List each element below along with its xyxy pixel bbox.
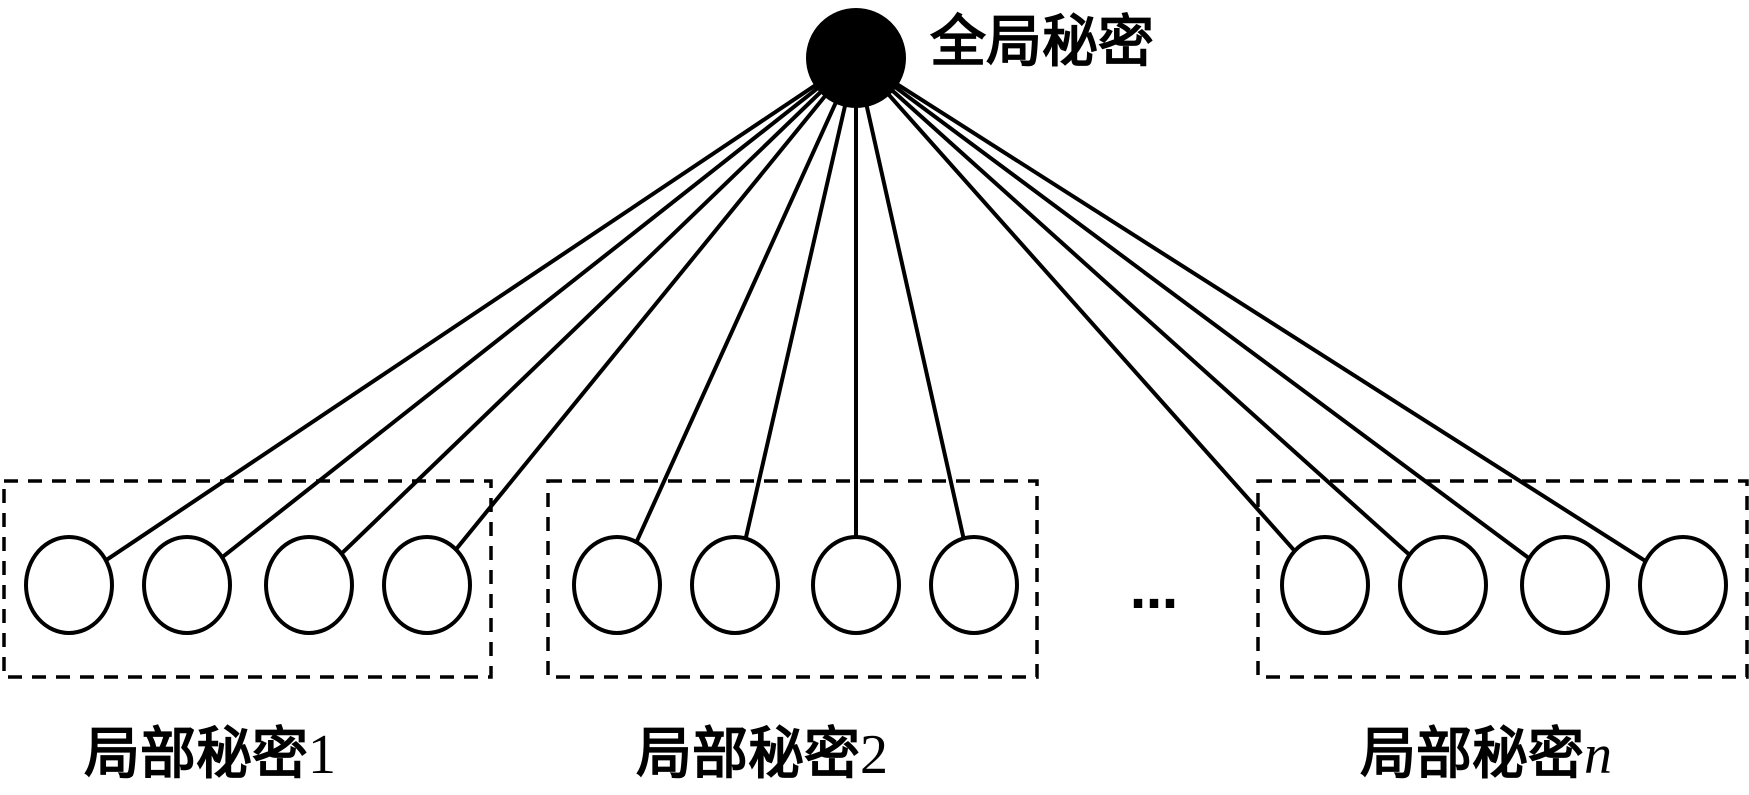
leaf-node-g2-4 <box>929 535 1019 635</box>
leaf-node-g1-4 <box>382 535 472 635</box>
leaf-node-g2-1 <box>572 535 662 635</box>
group-label-1-index: 1 <box>308 724 336 786</box>
leaf-node-g2-3 <box>811 535 901 635</box>
edge-g2-l4 <box>864 105 966 539</box>
ellipsis: … <box>1130 564 1182 620</box>
group-label-n: 局部秘密n <box>1360 726 1612 783</box>
group-label-n-name: 局部秘密 <box>1360 721 1584 787</box>
group-label-2: 局部秘密2 <box>636 726 888 783</box>
group-box-3 <box>1256 479 1749 679</box>
leaf-node-g1-2 <box>142 535 232 635</box>
edge-g2-l1 <box>634 101 838 544</box>
group-box-1 <box>2 479 493 679</box>
leaf-node-g3-1 <box>1280 535 1370 635</box>
group-label-1: 局部秘密1 <box>84 726 336 783</box>
edge-g1-l2 <box>220 86 819 559</box>
leaf-node-g3-3 <box>1520 535 1610 635</box>
group-label-1-name: 局部秘密 <box>84 721 308 787</box>
leaf-node-g1-1 <box>24 535 114 635</box>
root-node <box>806 8 906 108</box>
edge-g3-l2 <box>891 89 1411 557</box>
group-label-2-index: 2 <box>860 724 888 786</box>
edge-g3-l4 <box>896 82 1647 563</box>
edge-g1-l1 <box>104 83 817 562</box>
group-label-2-name: 局部秘密 <box>636 721 860 787</box>
edge-g3-l1 <box>887 93 1297 553</box>
leaf-node-g3-4 <box>1638 535 1728 635</box>
edge-g1-l3 <box>340 90 823 556</box>
edge-g1-l4 <box>454 94 827 551</box>
root-label: 全局秘密 <box>930 9 1154 75</box>
group-label-n-index: n <box>1584 724 1612 786</box>
leaf-node-g3-2 <box>1398 535 1488 635</box>
edge-g2-l2 <box>743 105 847 539</box>
leaf-node-g1-3 <box>264 535 354 635</box>
edge-g3-l3 <box>894 85 1531 561</box>
leaf-node-g2-2 <box>690 535 780 635</box>
group-box-2 <box>546 479 1039 679</box>
